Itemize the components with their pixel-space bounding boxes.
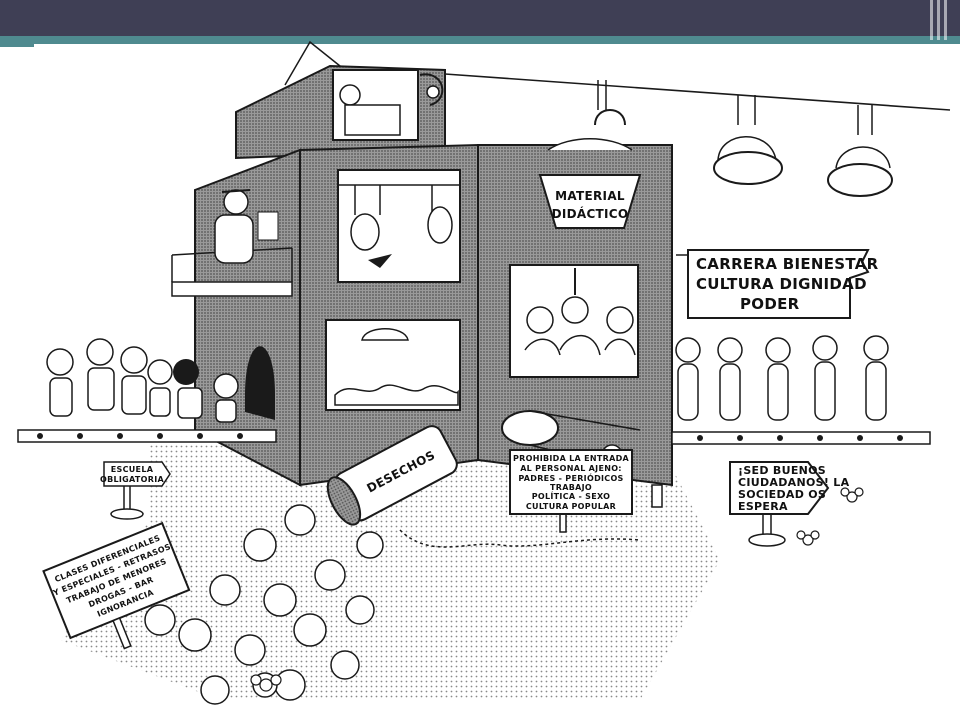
input-conveyor xyxy=(17,338,277,443)
flower-icon xyxy=(250,487,864,692)
accent-stripe-tab xyxy=(0,44,34,47)
supervisor-balcony xyxy=(171,189,293,297)
hanging-basket-1 xyxy=(713,95,783,185)
ground-chain xyxy=(399,529,641,548)
citizens-sign-line-2: CIUDADANOS! LA xyxy=(738,476,850,489)
school-sign-line-2: OBLIGATORIA xyxy=(100,475,165,484)
careers-sign-line-1: CARRERA BIENESTAR xyxy=(696,255,879,273)
rejects-sign: CLASES DIFERENCIALES Y ESPECIALES - RETR… xyxy=(42,521,191,650)
careers-sign-line-2: CULTURA DIGNIDAD xyxy=(696,275,867,293)
entry-sign-line-3: PADRES - PERIÓDICOS xyxy=(518,472,623,483)
control-box xyxy=(235,64,446,160)
citizens-sign-line-4: ESPERA xyxy=(738,500,788,513)
careers-sign: CARRERA BIENESTAR CULTURA DIGNIDAD PODER xyxy=(676,249,879,319)
school-sign: ESCUELA OBLIGATORIA xyxy=(100,461,171,520)
entry-sign-line-1: PROHIBIDA LA ENTRADA xyxy=(513,454,630,463)
hopper-sign-line-1: MATERIAL xyxy=(555,189,625,203)
hopper-sign-line-2: DIDÁCTICO xyxy=(552,206,629,221)
waste-drum: DESECHOS xyxy=(326,425,458,526)
entry-sign-line-2: AL PERSONAL AJENO: xyxy=(520,464,622,473)
overhead-cable xyxy=(444,73,951,111)
material-hopper: MATERIAL DIDÁCTICO xyxy=(538,80,642,229)
entry-prohibited-sign: PROHIBIDA LA ENTRADA AL PERSONAL AJENO: … xyxy=(509,449,633,533)
entry-sign-line-5: POLÍTICA - SEXO xyxy=(532,490,611,501)
school-factory-cartoon: MATERIAL DIDÁCTICO CARRERA BIENESTAR CUL… xyxy=(17,40,951,705)
factory-front-left xyxy=(299,143,479,487)
citizens-sign-line-1: ¡SED BUENOS xyxy=(738,464,826,477)
hanging-basket-2 xyxy=(827,105,893,197)
corner-ornament-icon xyxy=(930,0,947,40)
output-conveyor xyxy=(671,335,931,445)
citizens-sign-line-3: SOCIEDAD OS xyxy=(738,488,826,501)
accent-stripe xyxy=(0,36,960,44)
factory-front-right xyxy=(477,144,673,508)
citizens-sign: ¡SED BUENOS CIUDADANOS! LA SOCIEDAD OS E… xyxy=(729,461,850,547)
roof-antenna xyxy=(284,40,346,86)
entry-sign-line-4: TRABAJO xyxy=(550,483,592,492)
careers-sign-line-3: PODER xyxy=(740,295,800,313)
school-sign-line-1: ESCUELA xyxy=(111,465,154,474)
entry-sign-line-6: CULTURA POPULAR xyxy=(526,502,616,511)
title-bar xyxy=(0,0,960,36)
